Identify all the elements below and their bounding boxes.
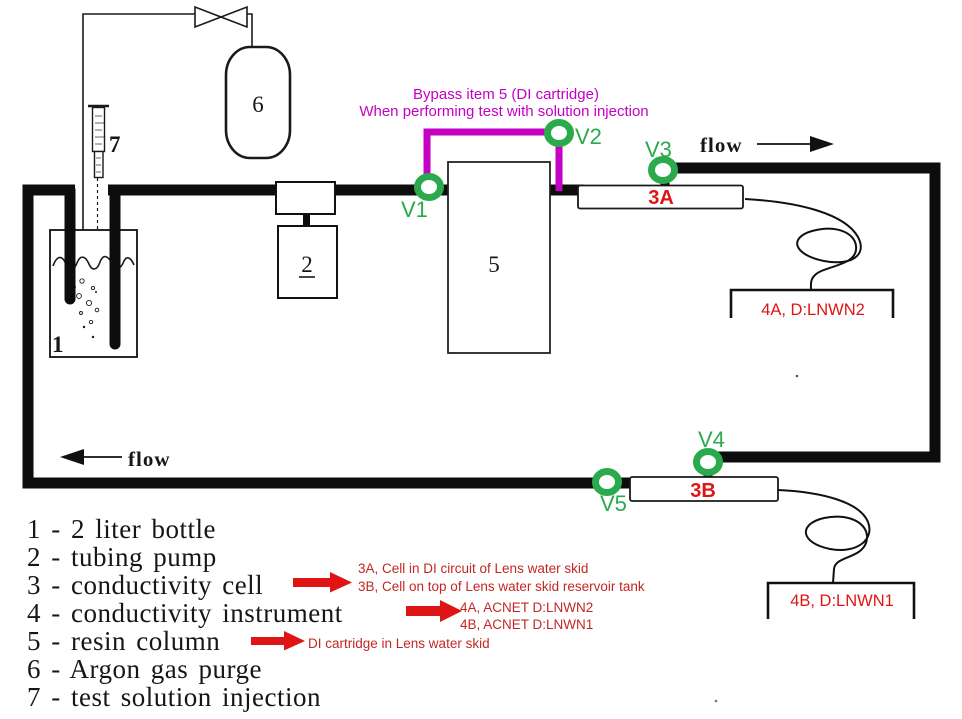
legend-item-4: 4 - conductivity instrument [27, 598, 343, 628]
legend-item-1: 1 - 2 liter bottle [27, 514, 216, 544]
cell-3a-label: 3A [648, 187, 674, 209]
cable-3a-to-4a [744, 198, 862, 291]
legend-item-7: 7 - test solution injection [27, 682, 321, 712]
valve-v4-icon [693, 448, 723, 476]
instrument-4a-label: 4A, D:LNWN2 [761, 301, 865, 319]
pump-body [277, 225, 338, 299]
legend-item-3: 3 - conductivity cell [27, 570, 263, 600]
argon-supply-line [82, 13, 195, 298]
syringe-number: 7 [109, 132, 121, 157]
needle-valve-icon [218, 5, 248, 29]
legend-item-5: 5 - resin column [27, 626, 220, 656]
syringe-barrel [91, 106, 106, 153]
speck [714, 699, 718, 703]
syringe [88, 104, 109, 292]
needle-valve-icon [194, 5, 224, 29]
flow-label-bottom: flow [128, 447, 171, 471]
note-arrow-cell-icon [293, 572, 352, 593]
valve-v5-icon [592, 468, 622, 496]
note-instrument-line2: 4B, ACNET D:LNWN1 [460, 617, 593, 632]
valve-v1-label: V1 [401, 197, 428, 222]
valve-v2-icon [544, 119, 574, 147]
note-instrument-line1: 4A, ACNET D:LNWN2 [460, 600, 593, 615]
valve-v3-label: V3 [645, 137, 672, 162]
speck [795, 374, 799, 378]
valve-v3-icon [648, 156, 678, 184]
valve-v4-label: V4 [698, 427, 725, 452]
bypass-note-line2: When performing test with solution injec… [359, 103, 648, 120]
bubbles [76, 278, 100, 325]
syringe-plunger [93, 150, 104, 179]
instrument-4a-bracket [729, 288, 895, 318]
argon-bottle [224, 45, 292, 160]
valves [414, 119, 723, 496]
instrument-4b-bracket [766, 581, 916, 619]
bypass-note-line1: Bypass item 5 (DI cartridge) [413, 86, 599, 103]
note-arrow-resin-icon [251, 631, 305, 651]
flow-label-top: flow [700, 133, 743, 157]
pipe-left-return [22, 184, 634, 489]
legend-item-6: 6 - Argon gas purge [27, 654, 262, 684]
pipe-right-loop [666, 162, 941, 463]
syringe-graduations [95, 115, 104, 145]
legend: 1 - 2 liter bottle 2 - tubing pump 3 - c… [27, 514, 343, 712]
argon-bottle-line [247, 13, 253, 47]
cell-3b-label: 3B [690, 480, 716, 502]
syringe-hatch [96, 157, 101, 173]
bypass-line [423, 128, 563, 191]
resin-column-number: 5 [488, 252, 500, 277]
conductivity-cell-3b [629, 476, 779, 502]
note-arrow-instrument-icon [406, 600, 462, 622]
cable-3b-to-4b [777, 489, 871, 584]
valve-v1-icon [414, 173, 444, 201]
note-cell-line2: 3B, Cell on top of Lens water skid reser… [358, 579, 645, 594]
note-resin: DI cartridge in Lens water skid [308, 636, 490, 651]
instrument-4b-label: 4B, D:LNWN1 [790, 592, 894, 610]
note-cell-line1: 3A, Cell in DI circuit of Lens water ski… [358, 561, 588, 576]
conductivity-cell-3a [577, 184, 744, 210]
flow-arrow-bottom-head [60, 449, 84, 465]
flow-arrow-top-head [810, 136, 834, 152]
valve-v2-label: V2 [575, 124, 602, 149]
legend-item-2: 2 - tubing pump [27, 542, 217, 572]
pump-number: 2 [301, 252, 313, 277]
argon-bottle-number: 6 [252, 92, 264, 117]
bottle-number: 1 [52, 332, 64, 357]
resin-column [447, 161, 551, 354]
pump-head [275, 181, 336, 215]
valve-v5-label: V5 [600, 491, 627, 516]
